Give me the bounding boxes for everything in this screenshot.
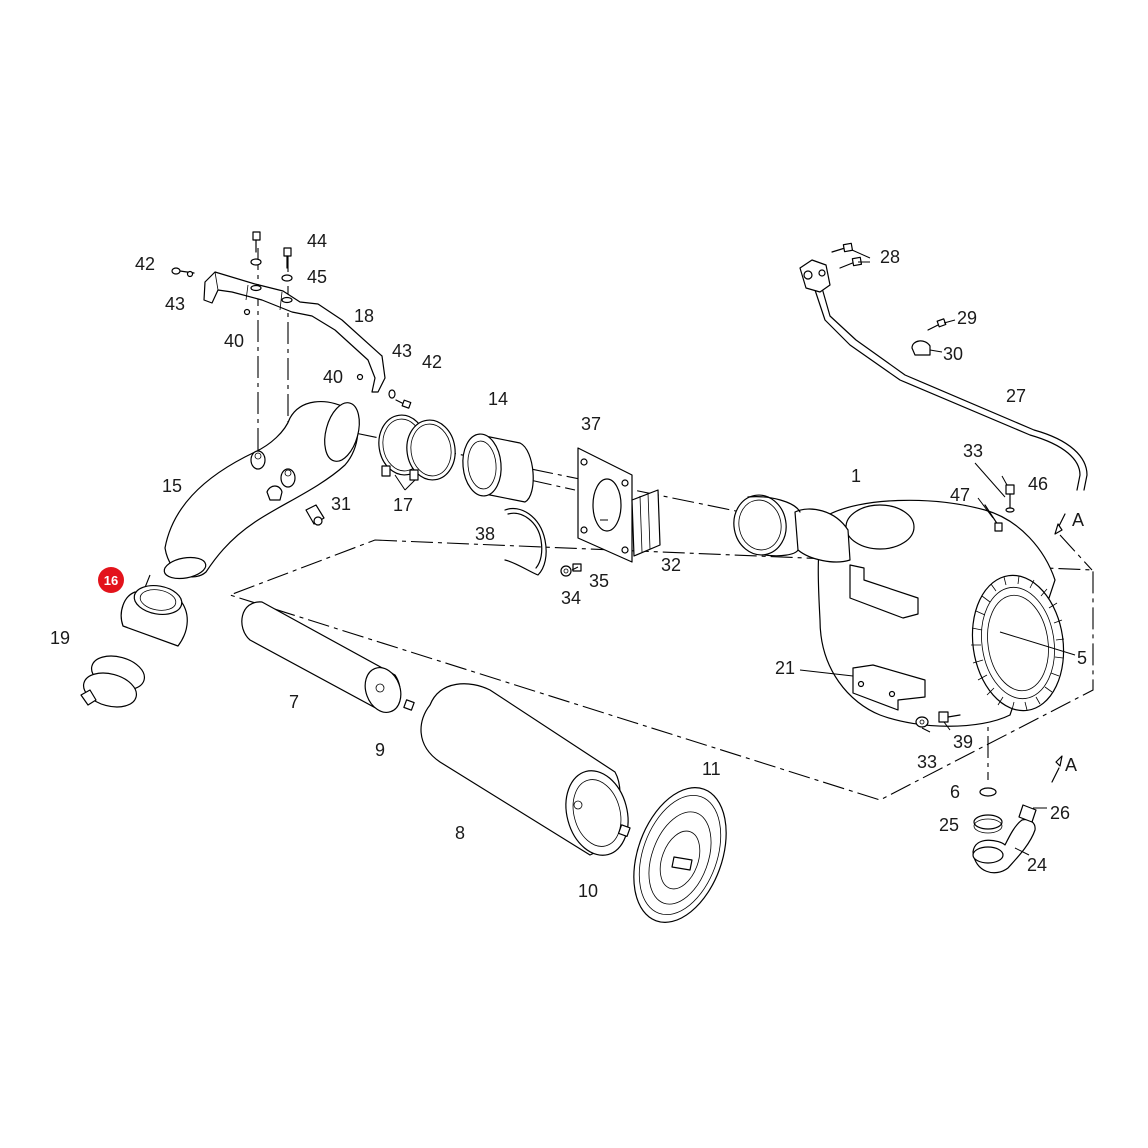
- nut-9[interactable]: [403, 699, 415, 711]
- seal-38[interactable]: [504, 507, 547, 576]
- bolt-28-upper[interactable]: [831, 242, 854, 253]
- callout-33-lower: 33: [917, 752, 937, 772]
- clip-30[interactable]: [911, 340, 931, 356]
- clamp-25[interactable]: [973, 814, 1003, 834]
- view-marker-top: [1054, 513, 1066, 535]
- sleeve-16[interactable]: [120, 582, 188, 647]
- callout-24: 24: [1027, 855, 1047, 875]
- callout-42-left: 42: [135, 254, 155, 274]
- bolt-28-lower[interactable]: [839, 256, 863, 269]
- callout-44: 44: [307, 231, 327, 251]
- hose-clamp-right[interactable]: [403, 417, 459, 483]
- end-cover-11[interactable]: [617, 775, 744, 935]
- highlight-circle: [98, 567, 124, 593]
- nut-40-left[interactable]: [243, 308, 251, 316]
- callout-42-right: 42: [422, 352, 442, 372]
- nut-40-right[interactable]: [356, 373, 364, 381]
- callout-21: 21: [775, 658, 795, 678]
- bracket-32[interactable]: [631, 489, 661, 557]
- end-cap-5[interactable]: [964, 569, 1072, 716]
- callout-38: 38: [475, 524, 495, 544]
- bolt-47[interactable]: [984, 504, 1003, 532]
- callout-26: 26: [1050, 803, 1070, 823]
- washer-43-right[interactable]: [388, 389, 396, 399]
- callout-28: 28: [880, 247, 900, 267]
- callout-33-upper: 33: [963, 441, 983, 461]
- callout-43-right: 43: [392, 341, 412, 361]
- intake-elbow-hose[interactable]: [163, 399, 366, 582]
- wing-nut-10[interactable]: [617, 824, 631, 838]
- callout-25: 25: [939, 815, 959, 835]
- washer-33-lower[interactable]: [915, 716, 929, 728]
- nut-34[interactable]: [560, 565, 572, 577]
- callout-43-left: 43: [165, 294, 185, 314]
- callout-7: 7: [289, 692, 299, 712]
- callout-19: 19: [50, 628, 70, 648]
- callout-9: 9: [375, 740, 385, 760]
- callout-5: 5: [1077, 648, 1087, 668]
- leader-lines: [394, 249, 1076, 856]
- mounting-plate-37[interactable]: [577, 447, 633, 563]
- callout-14: 14: [488, 389, 508, 409]
- callout-29: 29: [957, 308, 977, 328]
- callout-34: 34: [561, 588, 581, 608]
- callout-27: 27: [1006, 386, 1026, 406]
- bolt-29[interactable]: [927, 318, 947, 331]
- bolt-46[interactable]: [1005, 484, 1015, 513]
- callout-40-right: 40: [323, 367, 343, 387]
- callout-11: 11: [702, 759, 721, 779]
- callout-47: 47: [950, 485, 970, 505]
- bolt-42-right[interactable]: [395, 399, 412, 409]
- view-label-a-bottom: A: [1065, 755, 1077, 775]
- callout-8: 8: [455, 823, 465, 843]
- callout-15: 15: [162, 476, 182, 496]
- clamp-19[interactable]: [80, 651, 148, 713]
- callout-37: 37: [581, 414, 601, 434]
- fitting-31[interactable]: [305, 504, 325, 526]
- view-label-a-top: A: [1072, 510, 1084, 530]
- callout-39: 39: [953, 732, 973, 752]
- callout-30: 30: [943, 344, 963, 364]
- support-bracket[interactable]: [203, 271, 386, 393]
- callout-10: 10: [578, 881, 598, 901]
- bolt-45[interactable]: [281, 247, 293, 282]
- bolt-39[interactable]: [938, 711, 961, 723]
- callout-40-left: 40: [224, 331, 244, 351]
- callout-16: 16: [104, 573, 118, 588]
- view-marker-bottom: [1051, 755, 1063, 783]
- callout-1: 1: [851, 466, 861, 486]
- restriction-indicator-tube[interactable]: [799, 259, 1088, 491]
- callout-18: 18: [354, 306, 374, 326]
- callout-labels: 44 45 42 43 40 18 43 42 40 14 37 15 31 1…: [50, 231, 1087, 901]
- coupling-sleeve-14[interactable]: [460, 432, 534, 503]
- bolt-44[interactable]: [250, 231, 262, 266]
- callout-35: 35: [589, 571, 609, 591]
- callout-17: 17: [393, 495, 413, 515]
- washer-6[interactable]: [979, 787, 997, 797]
- callout-32: 32: [661, 555, 681, 575]
- washer-43-left[interactable]: [186, 270, 194, 278]
- callout-45: 45: [307, 267, 327, 287]
- callout-6: 6: [950, 782, 960, 802]
- vacuator-valve[interactable]: [972, 804, 1037, 874]
- callout-31: 31: [331, 494, 351, 514]
- safety-filter-element[interactable]: [241, 601, 407, 718]
- callout-46: 46: [1028, 474, 1048, 494]
- highlight-marker[interactable]: 16: [98, 567, 124, 593]
- primary-filter-element[interactable]: [420, 683, 637, 863]
